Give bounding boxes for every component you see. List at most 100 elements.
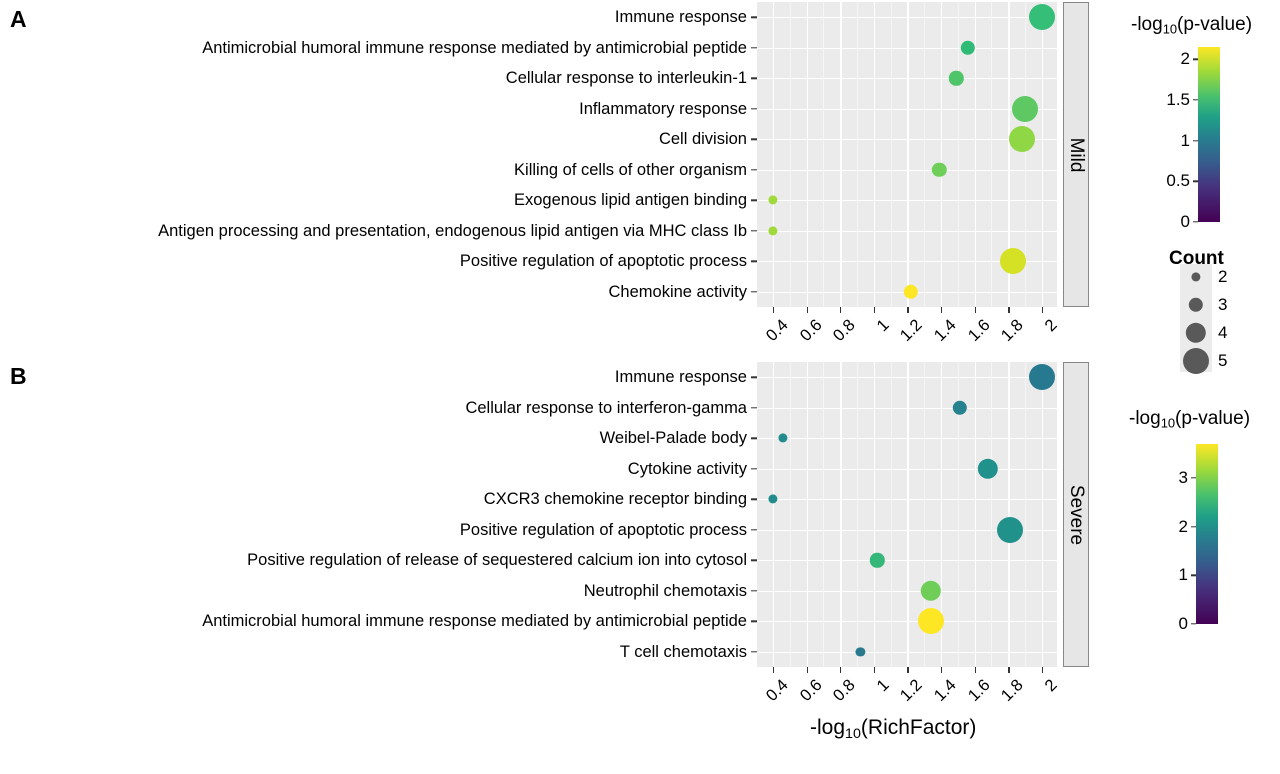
gridline-vertical: [907, 362, 909, 667]
y-axis-category-label: Cellular response to interferon-gamma: [465, 398, 747, 417]
y-axis-category-label: Immune response: [614, 368, 747, 386]
y-axis-tick: [751, 230, 757, 232]
gridline-horizontal: [757, 230, 1057, 232]
y-axis-tick: [751, 559, 757, 561]
data-point-bubble: [1008, 126, 1035, 153]
colorbar-tick-label: 1.5: [1166, 89, 1190, 109]
y-axis-category-label: Antigen processing and presentation, end…: [158, 221, 747, 240]
x-axis-tick: [941, 307, 943, 313]
colorbar-severe: [1196, 444, 1218, 624]
gridline-vertical: [974, 362, 977, 667]
data-point-bubble: [778, 433, 788, 443]
y-axis-category-label: CXCR3 chemokine receptor binding: [483, 490, 747, 508]
data-point-bubble: [996, 516, 1023, 543]
gridline-vertical-minor: [991, 2, 993, 307]
size-legend-dot: [1185, 322, 1207, 344]
y-axis-tick: [751, 590, 757, 592]
data-point-bubble: [1012, 95, 1039, 122]
gridline-vertical-minor: [789, 362, 791, 667]
data-point-bubble: [977, 458, 999, 479]
y-axis-tick: [751, 291, 757, 293]
size-legend-title: Count: [1169, 248, 1224, 269]
colorbar-title-mild: -log10(p-value): [1131, 14, 1252, 37]
data-point-bubble: [1028, 4, 1055, 31]
gridline-vertical: [941, 362, 943, 667]
facet-strip-label-mild: Mild: [1066, 137, 1087, 172]
data-point-bubble: [768, 494, 778, 504]
gridline-vertical-minor: [823, 2, 825, 307]
colorbar-mild: [1198, 47, 1220, 222]
size-legend-label: 5: [1218, 351, 1228, 370]
y-axis-tick: [751, 199, 757, 201]
gridline-vertical-minor: [957, 2, 959, 307]
gridline-horizontal: [757, 499, 1057, 501]
y-axis-category-label: Weibel-Palade body: [599, 429, 747, 447]
plot-panel-severe: [757, 362, 1057, 667]
gridline-horizontal: [757, 78, 1057, 80]
gridline-vertical-minor: [1025, 362, 1027, 667]
x-axis-tick: [840, 307, 842, 313]
y-axis-category-label: Exogenous lipid antigen binding: [513, 191, 747, 209]
y-axis-tick: [751, 138, 757, 140]
x-axis-title: -log10(RichFactor): [810, 716, 976, 742]
data-point-bubble: [869, 553, 885, 568]
y-axis-category-label: Positive regulation of apoptotic process: [459, 252, 747, 270]
gridline-vertical: [806, 362, 808, 667]
y-axis-category-label: Killing of cells of other organism: [514, 160, 747, 179]
data-point-bubble: [768, 195, 778, 205]
y-axis-tick: [751, 498, 757, 500]
y-axis-category-label: T cell chemotaxis: [619, 642, 747, 661]
x-axis-tick: [907, 667, 909, 673]
colorbar-title-suffix: (p-value): [1177, 14, 1253, 35]
panel-letter-b: B: [10, 363, 27, 389]
gridline-vertical: [873, 362, 876, 667]
y-axis-category-label: Inflammatory response: [579, 99, 747, 118]
gridline-vertical: [840, 362, 842, 667]
x-axis-tick: [1041, 307, 1044, 313]
colorbar-title-suffix-b: (p-value): [1175, 408, 1251, 429]
x-axis-title-subscript: 10: [845, 725, 861, 742]
x-axis-tick: [806, 307, 808, 313]
data-point-bubble: [932, 162, 947, 177]
x-axis-tick: [1008, 307, 1010, 313]
gridline-vertical: [1041, 362, 1044, 667]
colorbar-tick-label: 0: [1180, 212, 1190, 231]
gridline-horizontal: [757, 651, 1057, 653]
y-axis-tick: [751, 651, 757, 653]
gridline-vertical-minor: [857, 362, 858, 667]
y-axis-category-label: Positive regulation of release of seques…: [247, 551, 747, 569]
data-point-bubble: [960, 40, 976, 55]
y-axis-tick: [751, 260, 757, 262]
x-axis-tick: [974, 667, 976, 673]
data-point-bubble: [948, 71, 964, 86]
colorbar-title-prefix: -log: [1131, 14, 1163, 35]
colorbar-tick: [1193, 180, 1198, 182]
gridline-vertical: [907, 2, 909, 307]
y-axis-tick: [751, 77, 757, 79]
gridline-horizontal: [757, 529, 1057, 531]
gridline-horizontal: [757, 169, 1057, 171]
data-point-bubble: [952, 400, 967, 415]
size-legend-dot: [1183, 348, 1209, 374]
x-axis-title-suffix: (RichFactor): [860, 716, 977, 739]
gridline-horizontal: [757, 621, 1057, 623]
y-axis-category-label: Cytokine activity: [627, 459, 747, 478]
x-axis-tick: [873, 307, 876, 313]
y-axis-tick: [751, 437, 757, 439]
gridline-horizontal: [757, 590, 1057, 592]
x-axis-tick: [772, 307, 775, 313]
gridline-vertical: [873, 2, 876, 307]
x-axis-tick: [974, 307, 976, 313]
gridline-vertical-minor: [991, 362, 993, 667]
colorbar-tick: [1193, 221, 1198, 223]
size-legend-label: 2: [1218, 267, 1228, 286]
gridline-horizontal: [757, 468, 1057, 470]
y-axis-tick: [751, 407, 757, 409]
x-axis-tick: [840, 667, 842, 673]
size-legend-dot: [1191, 272, 1201, 282]
facet-strip-mild: Mild: [1063, 2, 1089, 307]
gridline-vertical-minor: [890, 362, 892, 667]
data-point-bubble: [920, 580, 942, 601]
facet-strip-label-severe: Severe: [1066, 484, 1087, 545]
